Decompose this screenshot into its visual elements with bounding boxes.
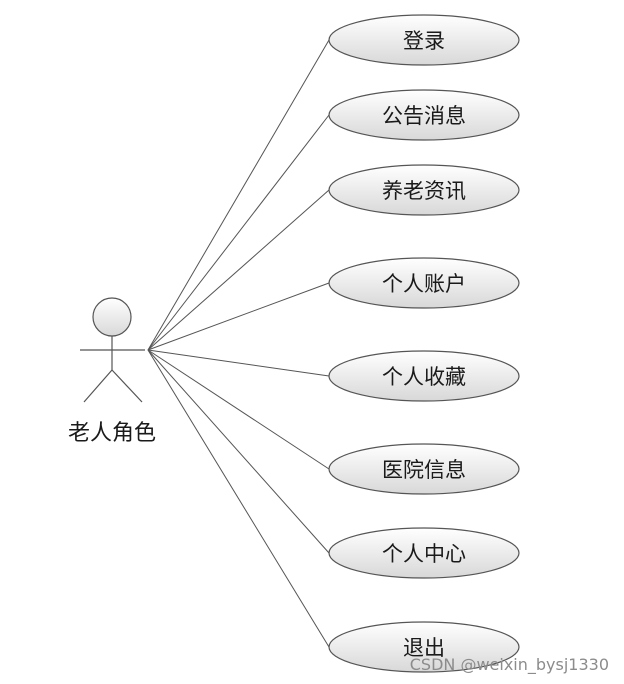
actor-head [92,297,132,337]
use-case-oval [328,89,520,141]
association-line [147,349,330,377]
use-case-oval [328,527,520,579]
actor-left-leg [83,369,113,403]
association-lines [147,39,330,648]
use-case: 养老资讯 [328,164,520,216]
use-case: 个人收藏 [328,350,520,402]
actor-elderly: 老人角色 [68,297,156,446]
watermark: CSDN @weixin_bysj1330 [410,655,609,675]
use-case-oval [328,14,520,66]
use-case-label: 养老资讯 [382,179,466,203]
actor-right-leg [111,369,143,403]
use-case-label: 医院信息 [382,458,466,482]
use-case: 登录 [328,14,520,66]
use-case-label: 登录 [403,29,445,53]
use-case-label: 公告消息 [382,104,466,128]
use-case-label: 退出 [403,636,445,660]
use-case-label: 个人账户 [382,272,466,296]
use-case: 个人中心 [328,527,520,579]
association-line [147,282,330,351]
association-line [147,189,330,351]
use-case: 公告消息 [328,89,520,141]
use-case: 个人账户 [328,257,520,309]
use-case-oval [328,443,520,495]
use-case-oval [328,257,520,309]
association-line [147,114,330,351]
association-line [147,349,330,554]
use-case: 退出 [328,621,520,673]
actor-label: 老人角色 [68,421,156,446]
use-case-oval [328,621,520,673]
use-case-label: 个人收藏 [382,365,466,389]
association-line [147,349,330,648]
use-case-oval [328,350,520,402]
use-case-oval [328,164,520,216]
association-line [147,349,330,470]
use-case: 医院信息 [328,443,520,495]
use-case-label: 个人中心 [382,542,466,566]
association-line [147,39,330,351]
